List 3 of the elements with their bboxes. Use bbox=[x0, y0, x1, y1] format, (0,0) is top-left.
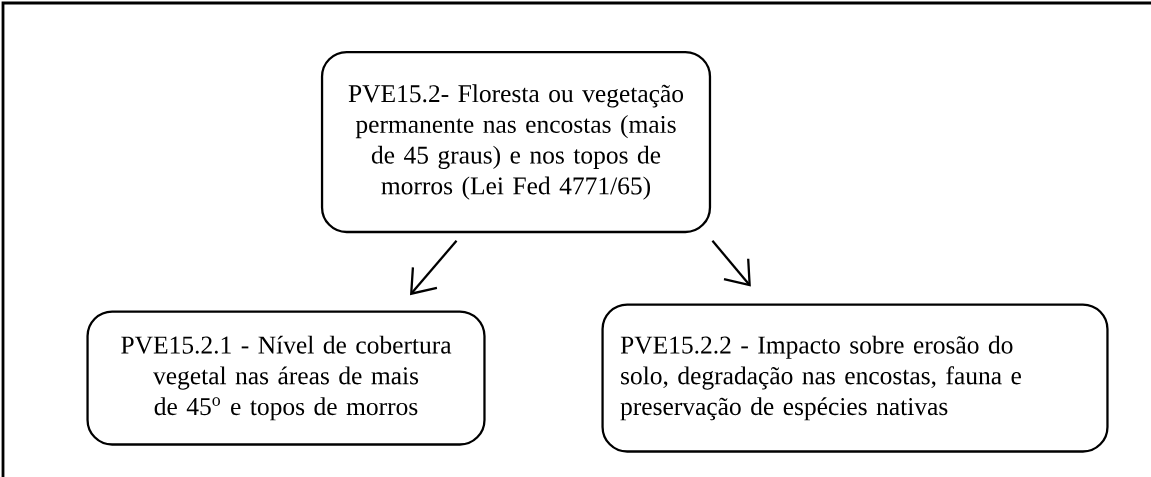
text-box: PVE15.2.2 - Impacto sobre erosão do solo, degradação nas encostas, fauna e preservação de espécies nativas bbox=[601, 303, 1109, 453]
text-box: PVE15.2.1 - Nível de cobertura vegetal nas áreas de mais de 45$^{o}$ e topos de morros bbox=[86, 310, 486, 446]
text-box: PVE15.2- Floresta ou vegetação permanente nas encostas (mais de 45 graus) e nos topos de morros (Lei Fed 4771/65) bbox=[320, 50, 712, 234]
